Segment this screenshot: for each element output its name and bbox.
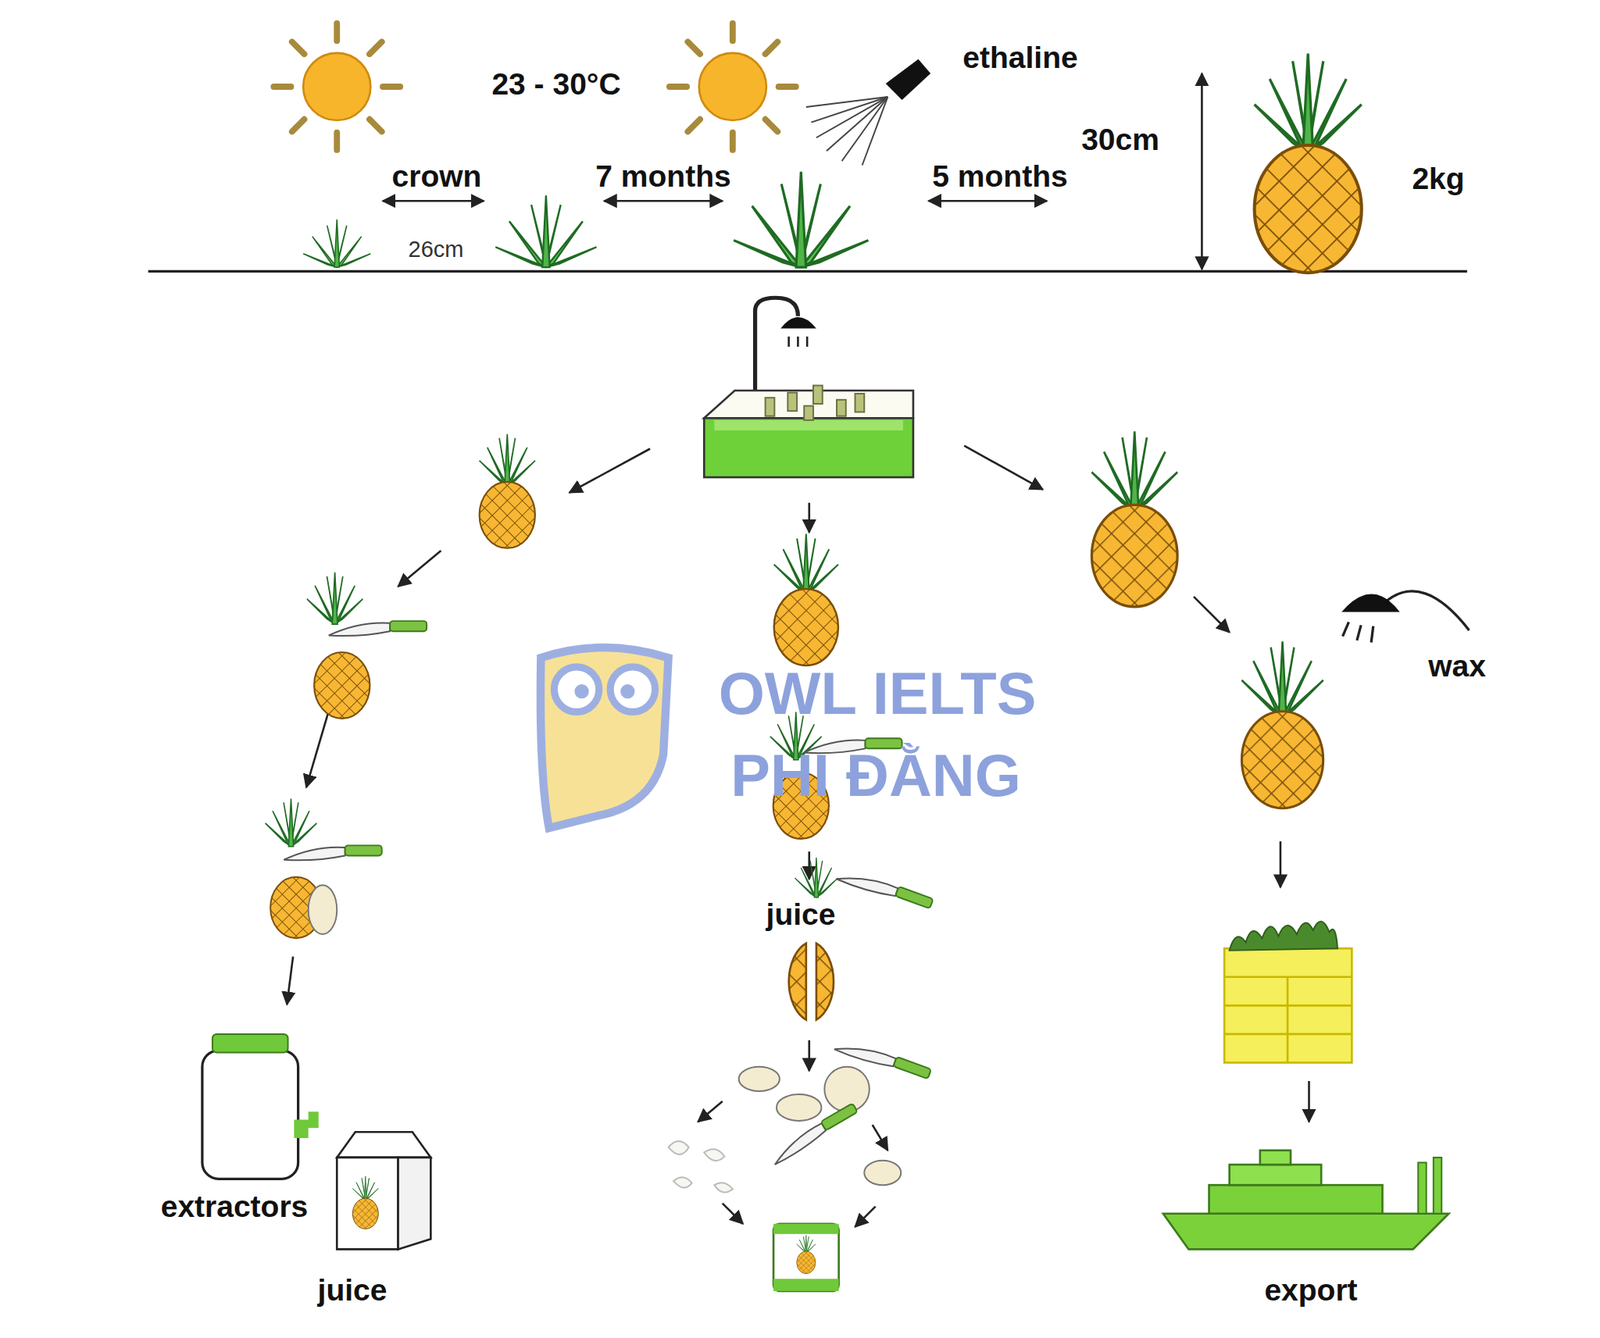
extractor-jar <box>202 1034 319 1179</box>
watermark: PHI ĐẰNG <box>730 742 1022 809</box>
chemical-label: ethaline <box>962 41 1078 75</box>
watermark-logo <box>540 647 669 829</box>
process-label: wax <box>1428 650 1486 684</box>
crate <box>1224 921 1352 1064</box>
watermark: OWL IELTS <box>718 660 1037 727</box>
process-label: juice <box>763 898 840 933</box>
dimension-label: 30cm <box>1081 123 1160 158</box>
temperature-label: 23 - 30°C <box>491 67 621 102</box>
duration-label: 5 months <box>932 160 1068 194</box>
juice-carton <box>336 1132 431 1250</box>
weight-label: 2kg <box>1411 162 1465 197</box>
product-label: extractors <box>160 1190 309 1225</box>
spray-bottle <box>806 59 931 166</box>
duration-label: 7 months <box>595 160 731 194</box>
product-label: juice <box>317 1274 388 1308</box>
washing-tank <box>703 297 914 478</box>
product-label: export <box>1264 1274 1358 1308</box>
can <box>773 1224 840 1292</box>
ship <box>1163 1150 1450 1250</box>
dimension-label: 26cm <box>408 237 465 263</box>
wax-sprayer <box>1341 591 1469 643</box>
stage-label: crown <box>392 160 483 194</box>
